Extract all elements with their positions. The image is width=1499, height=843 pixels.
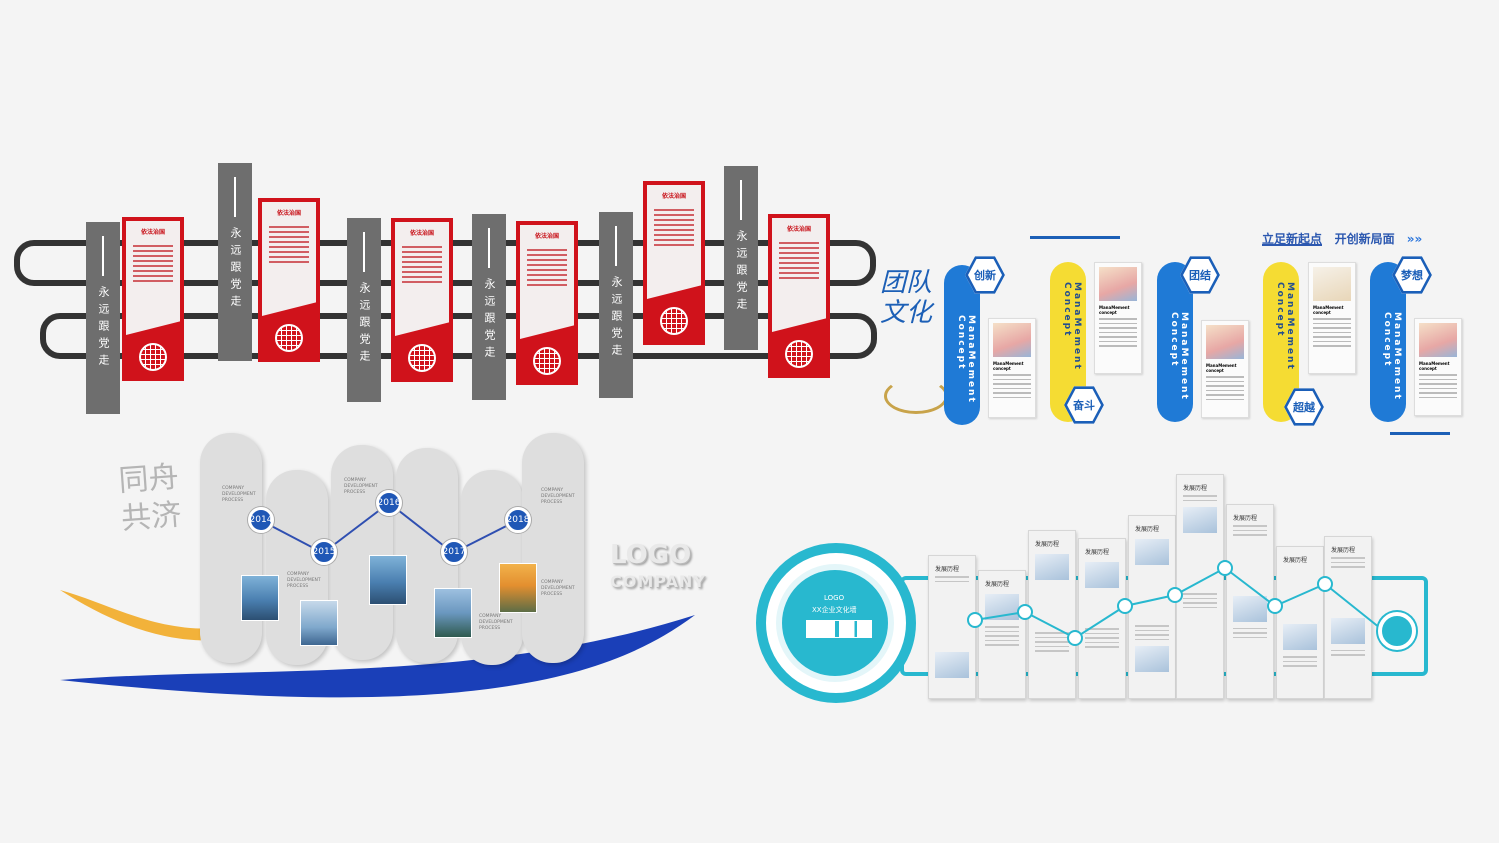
- timeline-column: 发展历程: [928, 555, 976, 699]
- grey-bar: 永远跟党走: [86, 222, 120, 414]
- blue-bar: ManaMement Concept: [1157, 262, 1193, 422]
- timeline-node: [1267, 598, 1283, 614]
- year-marker: 2017: [441, 539, 467, 565]
- wall-subtitle: XX企业文化墙: [812, 606, 857, 614]
- caption: COMPANY DEVELOPMENT PROCESS: [344, 478, 378, 495]
- timeline-node: [1317, 576, 1333, 592]
- logo-text: LOGO: [610, 540, 692, 570]
- knot-ornament-icon: [408, 344, 436, 372]
- cloud-ornament-icon: [884, 378, 948, 414]
- knot-ornament-icon: [660, 307, 688, 335]
- blue-bar: ManaMement Concept: [1370, 262, 1406, 422]
- year-marker: 2014: [248, 507, 274, 533]
- logo-label: LOGO: [824, 594, 845, 602]
- timeline-pill: [200, 433, 262, 663]
- red-panel: 依法治国: [643, 181, 705, 345]
- timeline-node: [1067, 630, 1083, 646]
- timeline-column: 发展历程: [1276, 546, 1324, 699]
- caption: COMPANY DEVELOPMENT PROCESS: [479, 614, 513, 631]
- caption: COMPANY DEVELOPMENT PROCESS: [541, 580, 575, 597]
- timeline-node: [1017, 604, 1033, 620]
- bridge-photo: [434, 588, 472, 638]
- company-text: COMPANY: [610, 572, 706, 591]
- red-panel: 依法治国: [391, 218, 453, 382]
- concept-card: ManaMement concept: [1414, 318, 1462, 416]
- city-photo: [241, 575, 279, 621]
- top-slogan: 立足新起点 开创新局面 »»: [1262, 232, 1423, 246]
- red-panel: 依法治国: [768, 214, 830, 378]
- bottom-line: [1390, 432, 1450, 435]
- timeline-column: 发展历程: [1226, 504, 1274, 699]
- grey-bar: 永远跟党走: [599, 212, 633, 398]
- year-marker: 2018: [505, 507, 531, 533]
- grey-bar: 永远跟党走: [724, 166, 758, 350]
- red-panel: 依法治国: [258, 198, 320, 362]
- timeline-node: [967, 612, 983, 628]
- red-panel: 依法治国: [516, 221, 578, 385]
- year-marker: 2016: [376, 490, 402, 516]
- timeline-column: 发展历程: [1078, 538, 1126, 699]
- logo-photos: [806, 620, 872, 638]
- concept-card: ManaMement concept: [1094, 262, 1142, 374]
- year-marker: 2015: [311, 539, 337, 565]
- timeline-pill: [331, 445, 393, 660]
- grey-bar: 永远跟党走: [472, 214, 506, 400]
- blue-bar: ManaMement Concept: [944, 265, 980, 425]
- main-title: 团队文化: [880, 268, 933, 328]
- calligraphy-title: 同舟共济: [117, 459, 183, 537]
- caption: COMPANY DEVELOPMENT PROCESS: [222, 486, 256, 503]
- sunset-photo: [499, 563, 537, 613]
- concept-card: ManaMement concept: [1308, 262, 1356, 374]
- caption: COMPANY DEVELOPMENT PROCESS: [287, 572, 321, 589]
- caption: COMPANY DEVELOPMENT PROCESS: [541, 488, 575, 505]
- top-line: [1030, 236, 1120, 239]
- timeline-column: 发展历程: [1324, 536, 1372, 699]
- timeline-column: 发展历程: [1028, 530, 1076, 699]
- harbor-photo: [369, 555, 407, 605]
- timeline-node: [1167, 587, 1183, 603]
- knot-ornament-icon: [533, 347, 561, 375]
- knot-ornament-icon: [139, 343, 167, 371]
- knot-ornament-icon: [785, 340, 813, 368]
- double-arrow-icon: »»: [1406, 232, 1423, 246]
- concept-card: ManaMement concept: [988, 318, 1036, 418]
- knot-ornament-icon: [275, 324, 303, 352]
- timeline-column: 发展历程: [1176, 474, 1224, 699]
- timeline-node: [1217, 560, 1233, 576]
- rail-bottom: [40, 313, 877, 359]
- bridge-photo: [300, 600, 338, 646]
- hex-badge: 创新: [965, 256, 1005, 294]
- grey-bar: 永远跟党走: [347, 218, 381, 402]
- timeline-pill: [522, 433, 584, 663]
- red-panel: 依法治国: [122, 217, 184, 381]
- timeline-node: [1117, 598, 1133, 614]
- grey-bar: 永远跟党走: [218, 163, 252, 361]
- concept-card: ManaMement concept: [1201, 320, 1249, 418]
- timeline-column: 发展历程: [1128, 515, 1176, 699]
- end-node: [1378, 612, 1416, 650]
